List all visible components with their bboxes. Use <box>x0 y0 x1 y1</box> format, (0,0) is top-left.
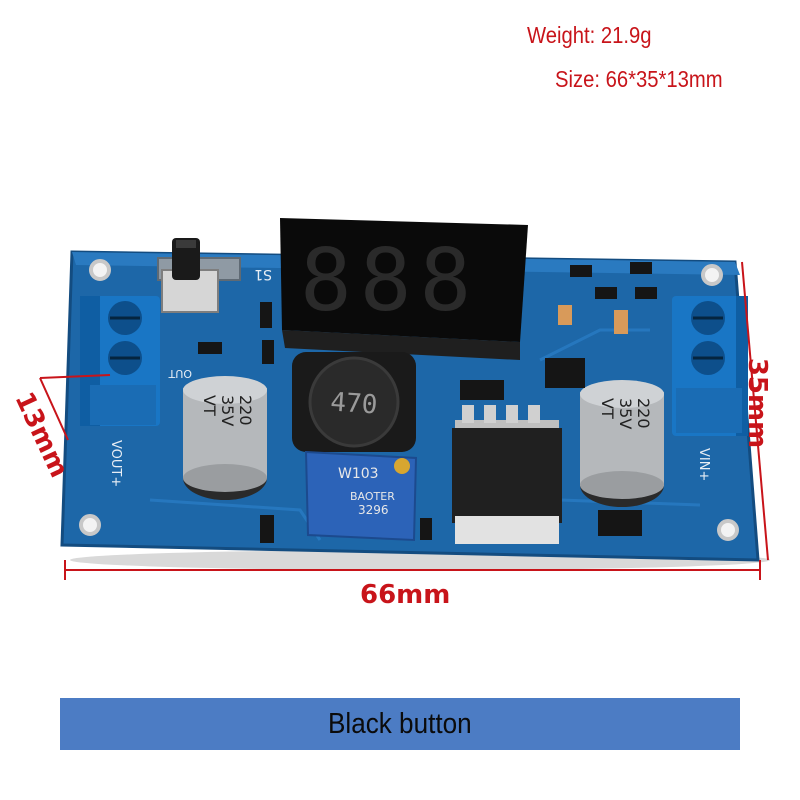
display-digits: 888 <box>300 231 479 331</box>
inductor <box>292 352 416 452</box>
caption-text: Black button <box>328 707 472 740</box>
capacitor-right-value: 220 <box>634 398 653 429</box>
smd-components <box>198 262 657 543</box>
silk-input: VIN+ <box>696 448 711 481</box>
inductor-label: 470 <box>329 387 378 420</box>
mounting-holes <box>79 259 739 541</box>
capacitor-right <box>580 380 664 507</box>
capacitor-right-voltage: 35V <box>616 398 635 429</box>
trimmer-label: W103 <box>338 466 379 482</box>
seven-segment-display <box>280 218 528 360</box>
weight-spec: Weight: 21.9g <box>527 22 652 48</box>
silk-out: OUT <box>168 367 192 380</box>
tact-switch <box>157 238 241 313</box>
measurement-lines <box>39 261 769 580</box>
silk-output: VOUT+ <box>108 440 123 487</box>
capacitor-left <box>183 376 267 500</box>
regulator-ic <box>452 405 562 544</box>
input-terminal-block <box>672 296 748 436</box>
capacitor-left-voltage: 35V <box>218 395 237 426</box>
caption-banner: Black button <box>60 698 740 750</box>
trimmer-brand: BAOTER <box>350 490 395 503</box>
output-terminal-block <box>80 296 160 426</box>
height-dimension-label: 35mm <box>742 357 773 449</box>
capacitor-right-mark: VT <box>598 398 617 419</box>
size-spec: Size: 66*35*13mm <box>555 66 723 92</box>
capacitor-left-value: 220 <box>236 395 255 426</box>
capacitor-left-mark: VT <box>200 395 219 416</box>
width-dimension-label: 66mm <box>360 580 451 610</box>
silk-switch: S1 <box>254 266 272 282</box>
trimmer-model: 3296 <box>358 503 389 517</box>
trimmer-potentiometer <box>304 450 418 542</box>
